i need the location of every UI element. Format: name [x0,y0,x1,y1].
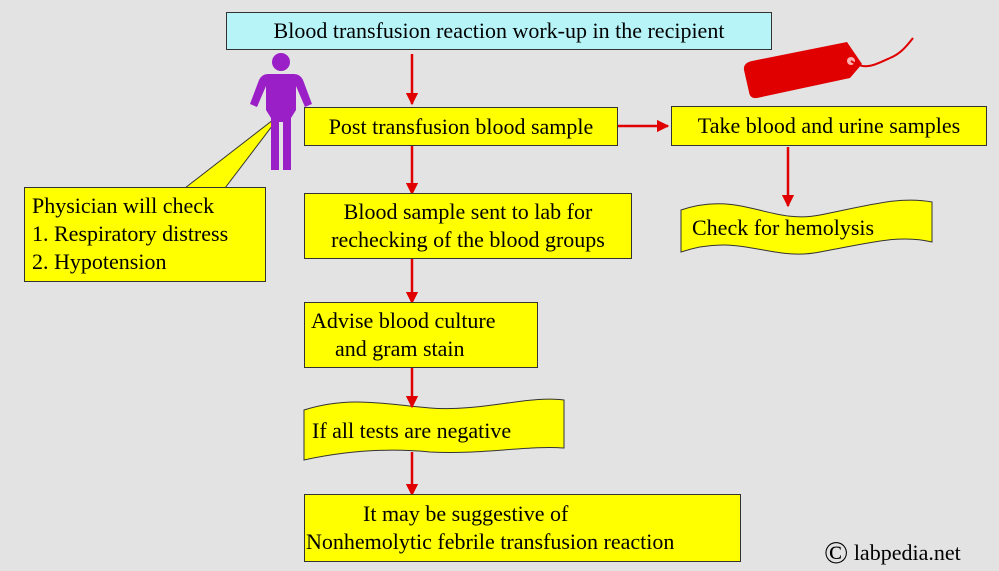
conclusion-line-2: Nonhemolytic febrile transfusion reactio… [306,529,675,554]
conclusion-line-1: It may be suggestive of [363,501,569,526]
advise-line-2: and gram stain [335,336,465,361]
physician-item-1: 1. Respiratory distress [32,221,229,246]
take-samples-box: Take blood and urine samples [671,106,987,146]
post-sample-label: Post transfusion blood sample [328,114,594,139]
credit: © labpedia.net [824,534,961,571]
lab-line-1: Blood sample sent to lab for [343,199,593,224]
person-icon [250,53,312,170]
blood-tag-icon [743,37,914,99]
hemolysis-banner [680,199,933,255]
title-box: Blood transfusion reaction work-up in th… [226,12,772,50]
advise-line-1: Advise blood culture [311,308,496,333]
physician-heading: Physician will check [32,193,215,218]
negative-label: If all tests are negative [312,418,512,443]
post-sample-box: Post transfusion blood sample [304,107,618,146]
credit-text: labpedia.net [853,540,961,565]
lab-line-2: rechecking of the blood groups [331,227,605,252]
conclusion-box: It may be suggestive of Nonhemolytic feb… [304,494,741,562]
physician-item-2: 2. Hypotension [32,249,167,274]
copyright-icon: © [824,534,849,570]
lab-box: Blood sample sent to lab for rechecking … [304,193,632,259]
advise-box: Advise blood culture and gram stain [304,302,538,368]
physician-callout: Physician will check 1. Respiratory dist… [24,187,266,282]
callout-pointer [183,112,283,189]
negative-banner [303,398,565,461]
take-samples-label: Take blood and urine samples [697,113,961,138]
hemolysis-label: Check for hemolysis [692,215,875,240]
page-title: Blood transfusion reaction work-up in th… [273,18,725,43]
